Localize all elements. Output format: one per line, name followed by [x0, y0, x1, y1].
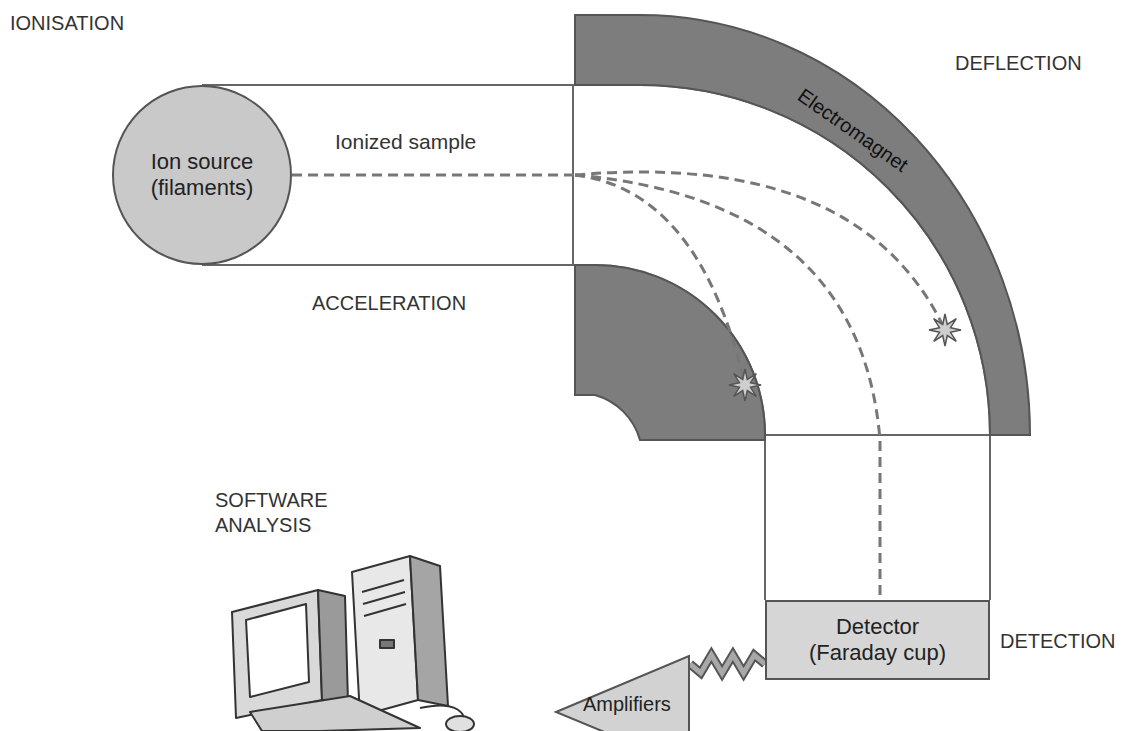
impact-stars [729, 314, 961, 401]
node-text: Ion source (filaments) [134, 149, 270, 201]
node-text: Amplifiers [583, 693, 671, 716]
stage-label: SOFTWARE ANALYSIS [215, 488, 325, 538]
detector-box: Detector (Faraday cup) [765, 600, 990, 680]
beam-label: Ionized sample [335, 130, 476, 154]
stage-label: IONISATION [10, 12, 124, 35]
signal-zigzag [690, 655, 765, 673]
impact-star [729, 369, 761, 401]
amplifier-arrow: Amplifiers [555, 655, 690, 731]
node-text: Detector (Faraday cup) [807, 614, 948, 666]
stage-label: DEFLECTION [955, 52, 1082, 75]
stage-label: DETECTION [1000, 630, 1116, 653]
impact-star [929, 314, 961, 346]
computer-icon [232, 556, 474, 731]
electromagnet-inner [575, 265, 765, 440]
ion-source-circle: Ion source (filaments) [112, 85, 292, 265]
ion-paths [292, 172, 945, 598]
stage-label: ACCELERATION [312, 292, 466, 315]
